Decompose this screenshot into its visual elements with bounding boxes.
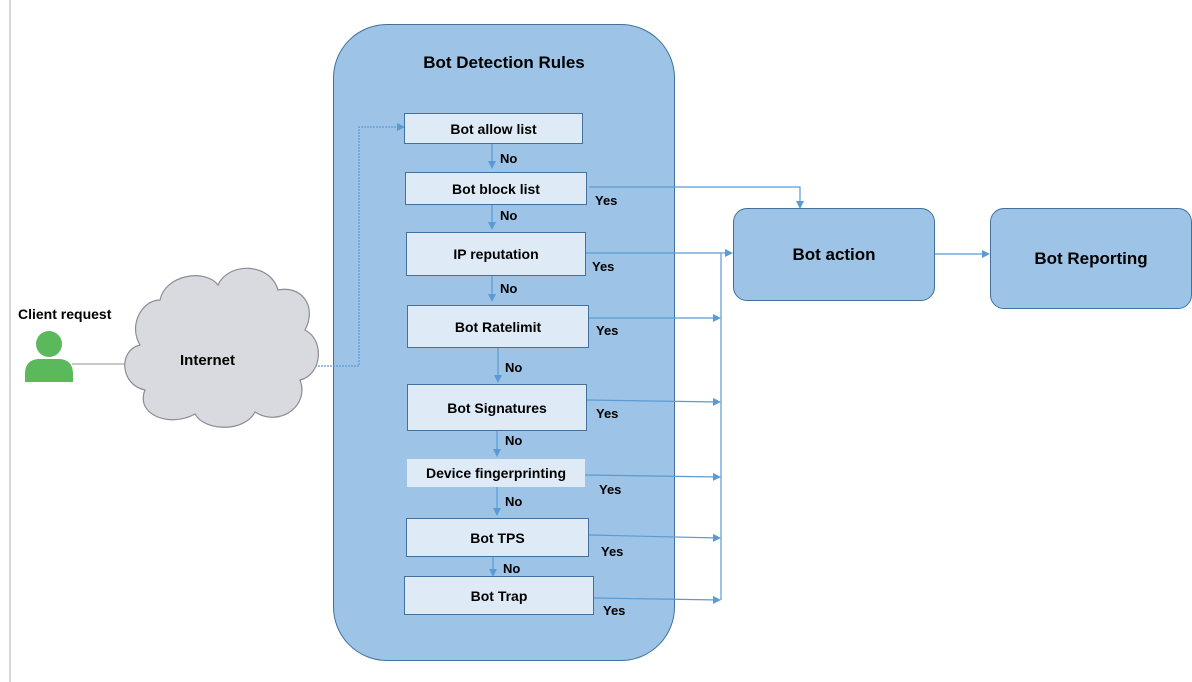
yes-label: Yes: [592, 259, 615, 274]
rule-bot-allow-list: Bot allow list: [404, 113, 583, 144]
yes-label: Yes: [596, 406, 619, 421]
client-request-label: Client request: [18, 306, 112, 322]
yes-label: Yes: [601, 544, 624, 559]
user-icon: [25, 331, 73, 382]
yes-label: Yes: [596, 323, 619, 338]
yes-label: Yes: [595, 193, 618, 208]
rule-ip-reputation: IP reputation: [406, 232, 586, 276]
rule-device-fingerprinting: Device fingerprinting: [407, 459, 585, 487]
yes-label: Yes: [599, 482, 622, 497]
yes-arrow: [593, 595, 721, 604]
bot-action-box: Bot action: [733, 208, 935, 301]
no-label: No: [500, 208, 518, 223]
bot-reporting-box: Bot Reporting: [990, 208, 1192, 309]
yes-arrow: [589, 186, 804, 209]
rule-bot-signatures: Bot Signatures: [407, 384, 587, 431]
no-label: No: [500, 281, 518, 296]
internet-to-allow-list-arrow: [312, 123, 405, 367]
no-label: No: [505, 360, 523, 375]
no-label: No: [503, 561, 521, 576]
page-border: [9, 0, 11, 682]
rule-bot-ratelimit: Bot Ratelimit: [407, 305, 589, 348]
no-label: No: [505, 494, 523, 509]
rule-bot-trap: Bot Trap: [404, 576, 594, 615]
rule-bot-tps: Bot TPS: [406, 518, 589, 557]
rule-bot-block-list: Bot block list: [405, 172, 587, 205]
no-label: No: [500, 151, 518, 166]
no-label: No: [505, 433, 523, 448]
container-title: Bot Detection Rules: [423, 53, 585, 72]
yes-arrow: [584, 472, 721, 481]
yes-arrow: [588, 533, 721, 542]
internet-label: Internet: [180, 352, 236, 369]
yes-arrow: [586, 397, 721, 406]
cloud-icon: [124, 267, 319, 428]
yes-label: Yes: [603, 603, 626, 618]
